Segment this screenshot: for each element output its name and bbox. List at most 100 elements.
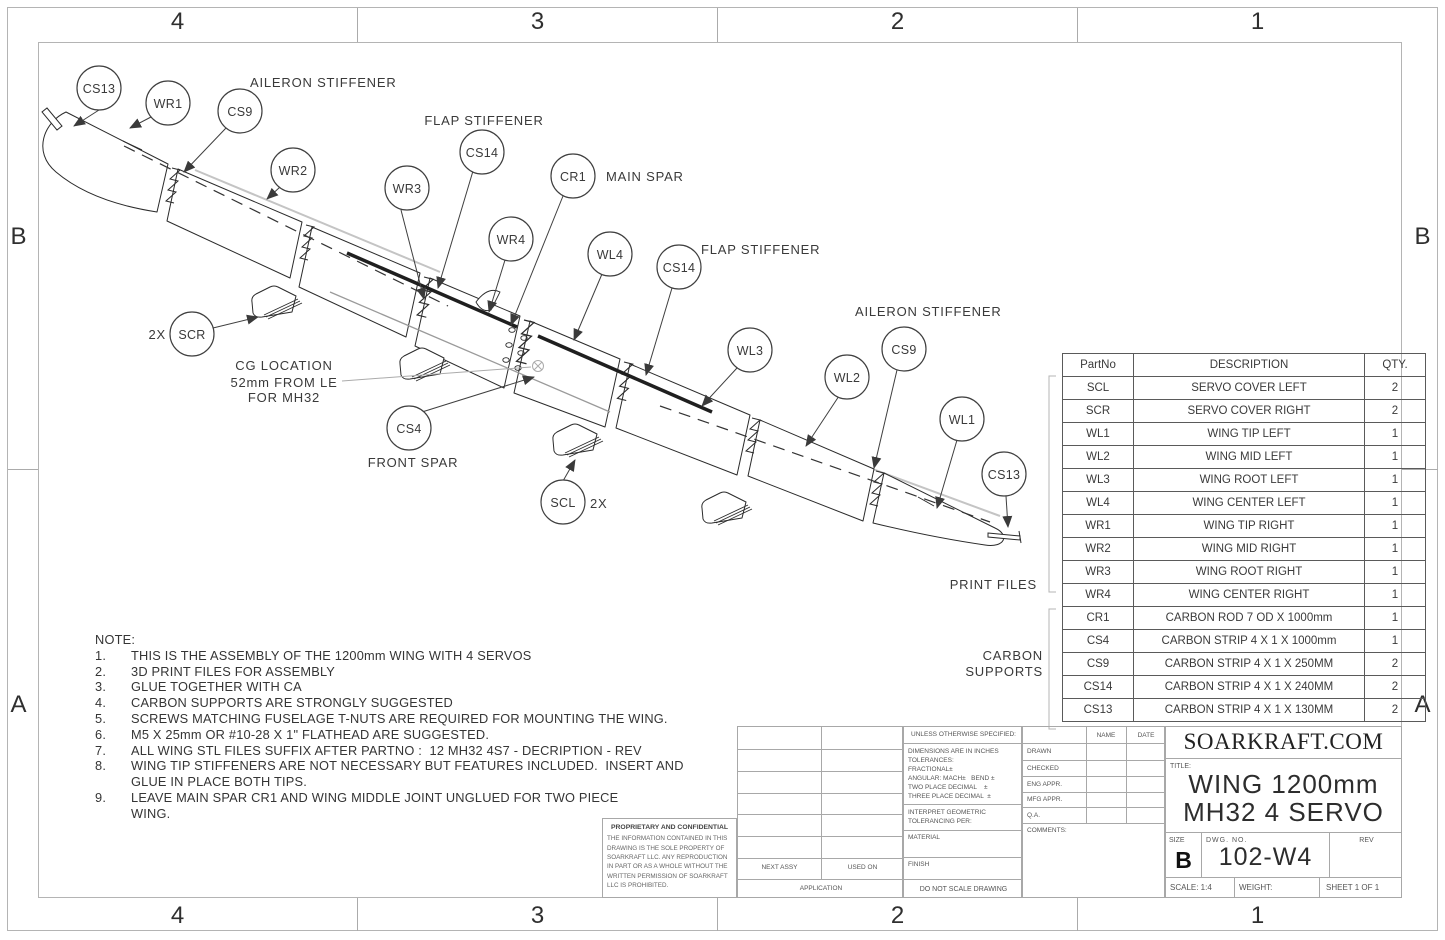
svg-text:WL1: WL1: [949, 413, 976, 427]
balloon-cs14-left: CS14: [656, 244, 702, 290]
label-main-spar: MAIN SPAR: [606, 169, 684, 184]
label-cg-line3: FOR MH32: [248, 390, 320, 405]
weight-cell: WEIGHT:: [1234, 877, 1320, 898]
size-cell: SIZE B: [1165, 832, 1202, 878]
balloon-scl: SCL: [540, 479, 586, 525]
hinge-line-left: [659, 405, 991, 523]
svg-text:CS4: CS4: [396, 422, 421, 436]
two-place-label: TWO PLACE DECIMAL ±: [908, 784, 988, 791]
zone-label-top: 3: [530, 8, 546, 35]
eng-appr-label: ENG APPR.: [1027, 781, 1063, 788]
balloon-cr1: CR1: [550, 153, 596, 199]
table-header-row: PartNo DESCRIPTION QTY.: [1062, 353, 1426, 377]
svg-text:WR4: WR4: [497, 233, 526, 247]
zone-tick: [1077, 898, 1078, 931]
dimensions-label: DIMENSIONS ARE IN INCHES: [908, 748, 999, 755]
tip-strip-left: [987, 530, 1022, 544]
label-scl-qty: 2X: [590, 496, 608, 511]
label-aileron-stiffener-right: AILERON STIFFENER: [250, 75, 397, 90]
servo-cover-scr: [251, 285, 303, 320]
balloon-scr: SCR: [169, 311, 215, 357]
svg-text:WR1: WR1: [154, 97, 183, 111]
label-cg-line1: CG LOCATION: [235, 358, 332, 373]
tip-strip-right: [41, 107, 63, 131]
svg-text:CS14: CS14: [663, 261, 695, 275]
zone-tick: [357, 8, 358, 42]
svg-text:SCR: SCR: [178, 328, 205, 342]
carbon-supports-bracket: [1048, 608, 1056, 730]
note-item: 6.M5 X 25mm OR #10-28 X 1" FLATHEAD ARE …: [95, 726, 490, 742]
balloon-cs9: CS9: [217, 88, 263, 134]
panel-wr3: [298, 226, 421, 338]
scale-value: SCALE: 1:4: [1170, 883, 1212, 892]
zone-tick: [357, 898, 358, 931]
label-flap-stiffener-right: FLAP STIFFENER: [424, 113, 543, 128]
do-not-scale-label: DO NOT SCALE DRAWING: [919, 886, 1008, 893]
approvals-box: NAME DATE DRAWN CHECKED ENG APPR. MFG AP…: [1022, 726, 1166, 898]
zone-label-top: 4: [170, 8, 186, 35]
svg-text:WL2: WL2: [834, 371, 861, 385]
svg-text:WL3: WL3: [737, 344, 764, 358]
dwg-no-label: DWG. NO.: [1206, 837, 1248, 844]
interpret-label-1: INTERPRET GEOMETRIC: [908, 809, 986, 816]
drawing-title-line1: WING 1200mm: [1188, 769, 1379, 799]
balloon-cs4: CS4: [386, 405, 432, 451]
balloons: CS13 WR1 CS9 WR2 WR3 CS14 CR1 WR4 WL4 CS…: [76, 65, 1027, 525]
specs-box: UNLESS OTHERWISE SPECIFIED: DIMENSIONS A…: [903, 726, 1023, 898]
application-label: APPLICATION: [799, 885, 843, 892]
zone-label-bottom: 3: [530, 902, 546, 929]
zone-tick: [8, 469, 38, 470]
notes-heading: NOTE:: [95, 632, 136, 647]
finish-label: FINISH: [908, 861, 930, 868]
balloon-wr1: WR1: [145, 80, 191, 126]
sheet-cell: SHEET 1 OF 1: [1319, 877, 1402, 898]
note-item: 4.CARBON SUPPORTS ARE STRONGLY SUGGESTED: [95, 695, 453, 711]
svg-text:CS13: CS13: [988, 468, 1020, 482]
hinge-line-right: [123, 145, 449, 307]
zone-label-bottom: 2: [890, 902, 906, 929]
svg-text:CS13: CS13: [83, 82, 115, 96]
label-aileron-stiffener-left: AILERON STIFFENER: [855, 304, 1002, 319]
note-item: 7.ALL WING STL FILES SUFFIX AFTER PARTNO…: [95, 742, 642, 758]
company-name: SOARKRAFT.COM: [1183, 729, 1384, 754]
zone-label-top: 1: [1250, 8, 1266, 35]
balloon-cs9-left: CS9: [881, 326, 927, 372]
balloon-wl4: WL4: [587, 231, 633, 277]
size-value: B: [1175, 847, 1192, 873]
balloon-wl2: WL2: [824, 354, 870, 400]
fractional-label: FRACTIONAL±: [908, 766, 953, 773]
rev-cell: REV: [1329, 832, 1402, 878]
label-carbon-supports-1: CARBON: [983, 648, 1043, 663]
name-col-label: NAME: [1096, 732, 1116, 739]
col-header-partno: PartNo: [1062, 353, 1134, 377]
checked-label: CHECKED: [1027, 765, 1059, 772]
label-print-files: PRINT FILES: [950, 577, 1037, 592]
label-flap-stiffener-left: FLAP STIFFENER: [701, 242, 820, 257]
note-item: 3.GLUE TOGETHER WITH CA: [95, 679, 302, 695]
proprietary-body: THE INFORMATION CONTAINED IN THIS DRAWIN…: [607, 835, 728, 890]
used-on-label: USED ON: [847, 864, 878, 871]
col-header-qty: QTY.: [1364, 353, 1426, 377]
panel-wr2: [166, 168, 303, 279]
qa-label: Q.A.: [1027, 812, 1041, 819]
balloon-cs14: CS14: [459, 129, 505, 175]
tolerances-label: TOLERANCES:: [908, 757, 954, 764]
svg-text:WR3: WR3: [393, 182, 422, 196]
weight-label: WEIGHT:: [1239, 883, 1273, 892]
zone-label-bottom: 1: [1250, 902, 1266, 929]
note-item: 9.LEAVE MAIN SPAR CR1 AND WING MIDDLE JO…: [95, 789, 619, 821]
svg-text:CS9: CS9: [227, 105, 252, 119]
zone-label-left: B: [10, 223, 28, 250]
panel-wl4: [513, 320, 621, 428]
label-scr-qty: 2X: [148, 327, 166, 342]
